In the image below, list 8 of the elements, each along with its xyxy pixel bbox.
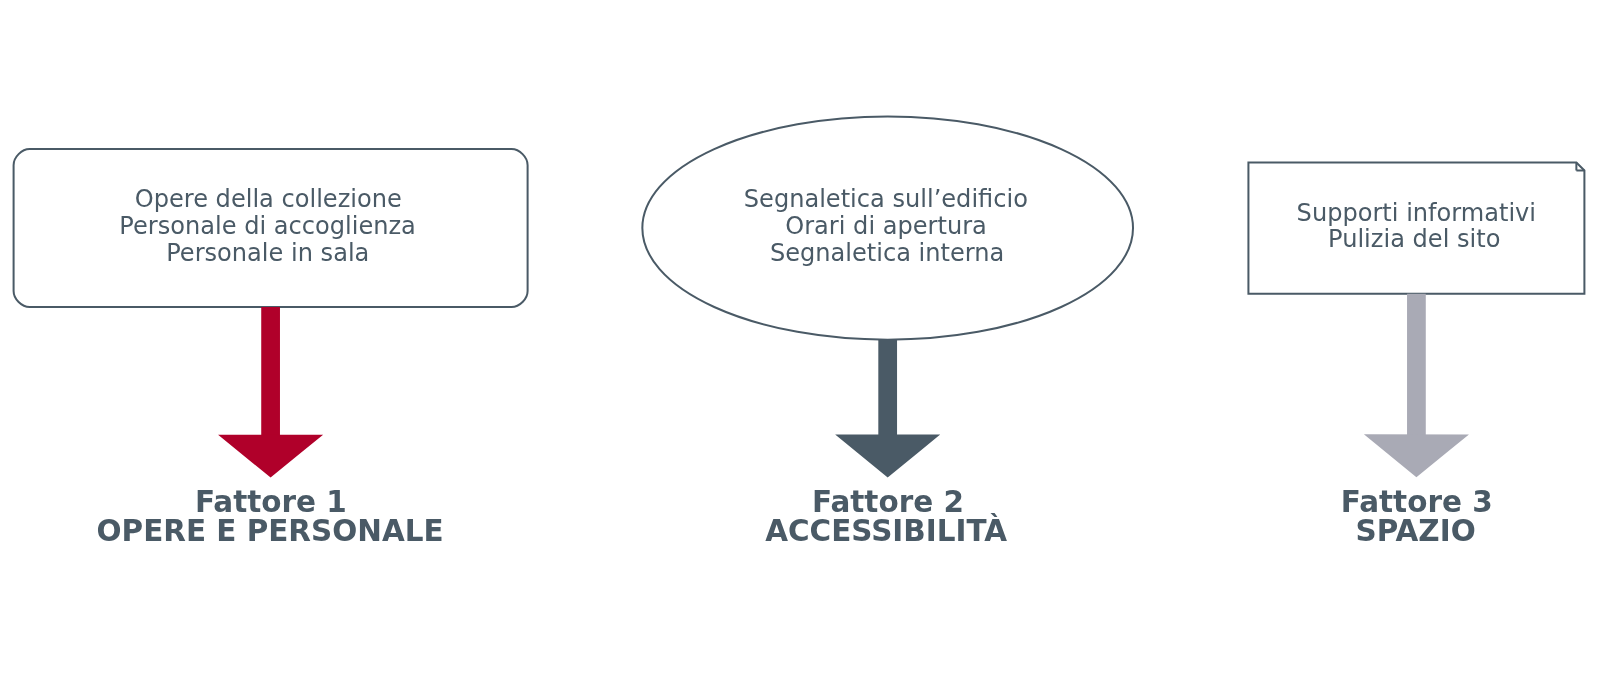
node-ellipse: Segnaletica sull’edificio Orari di apertura Segnaletica interna (641, 115, 1134, 341)
node-text: Fattore 1 OPERE E PERSONALE (96, 484, 444, 549)
arrow (218, 307, 324, 478)
node-box: Opere della collezione Personale di accoglienza Personale in sala (12, 148, 529, 309)
arrow (835, 340, 941, 478)
arrow (1363, 293, 1469, 478)
node-text: Fattore 3 SPAZIO (1340, 484, 1493, 549)
node-text: Fattore 2 ACCESSIBILITÀ (765, 484, 1008, 549)
